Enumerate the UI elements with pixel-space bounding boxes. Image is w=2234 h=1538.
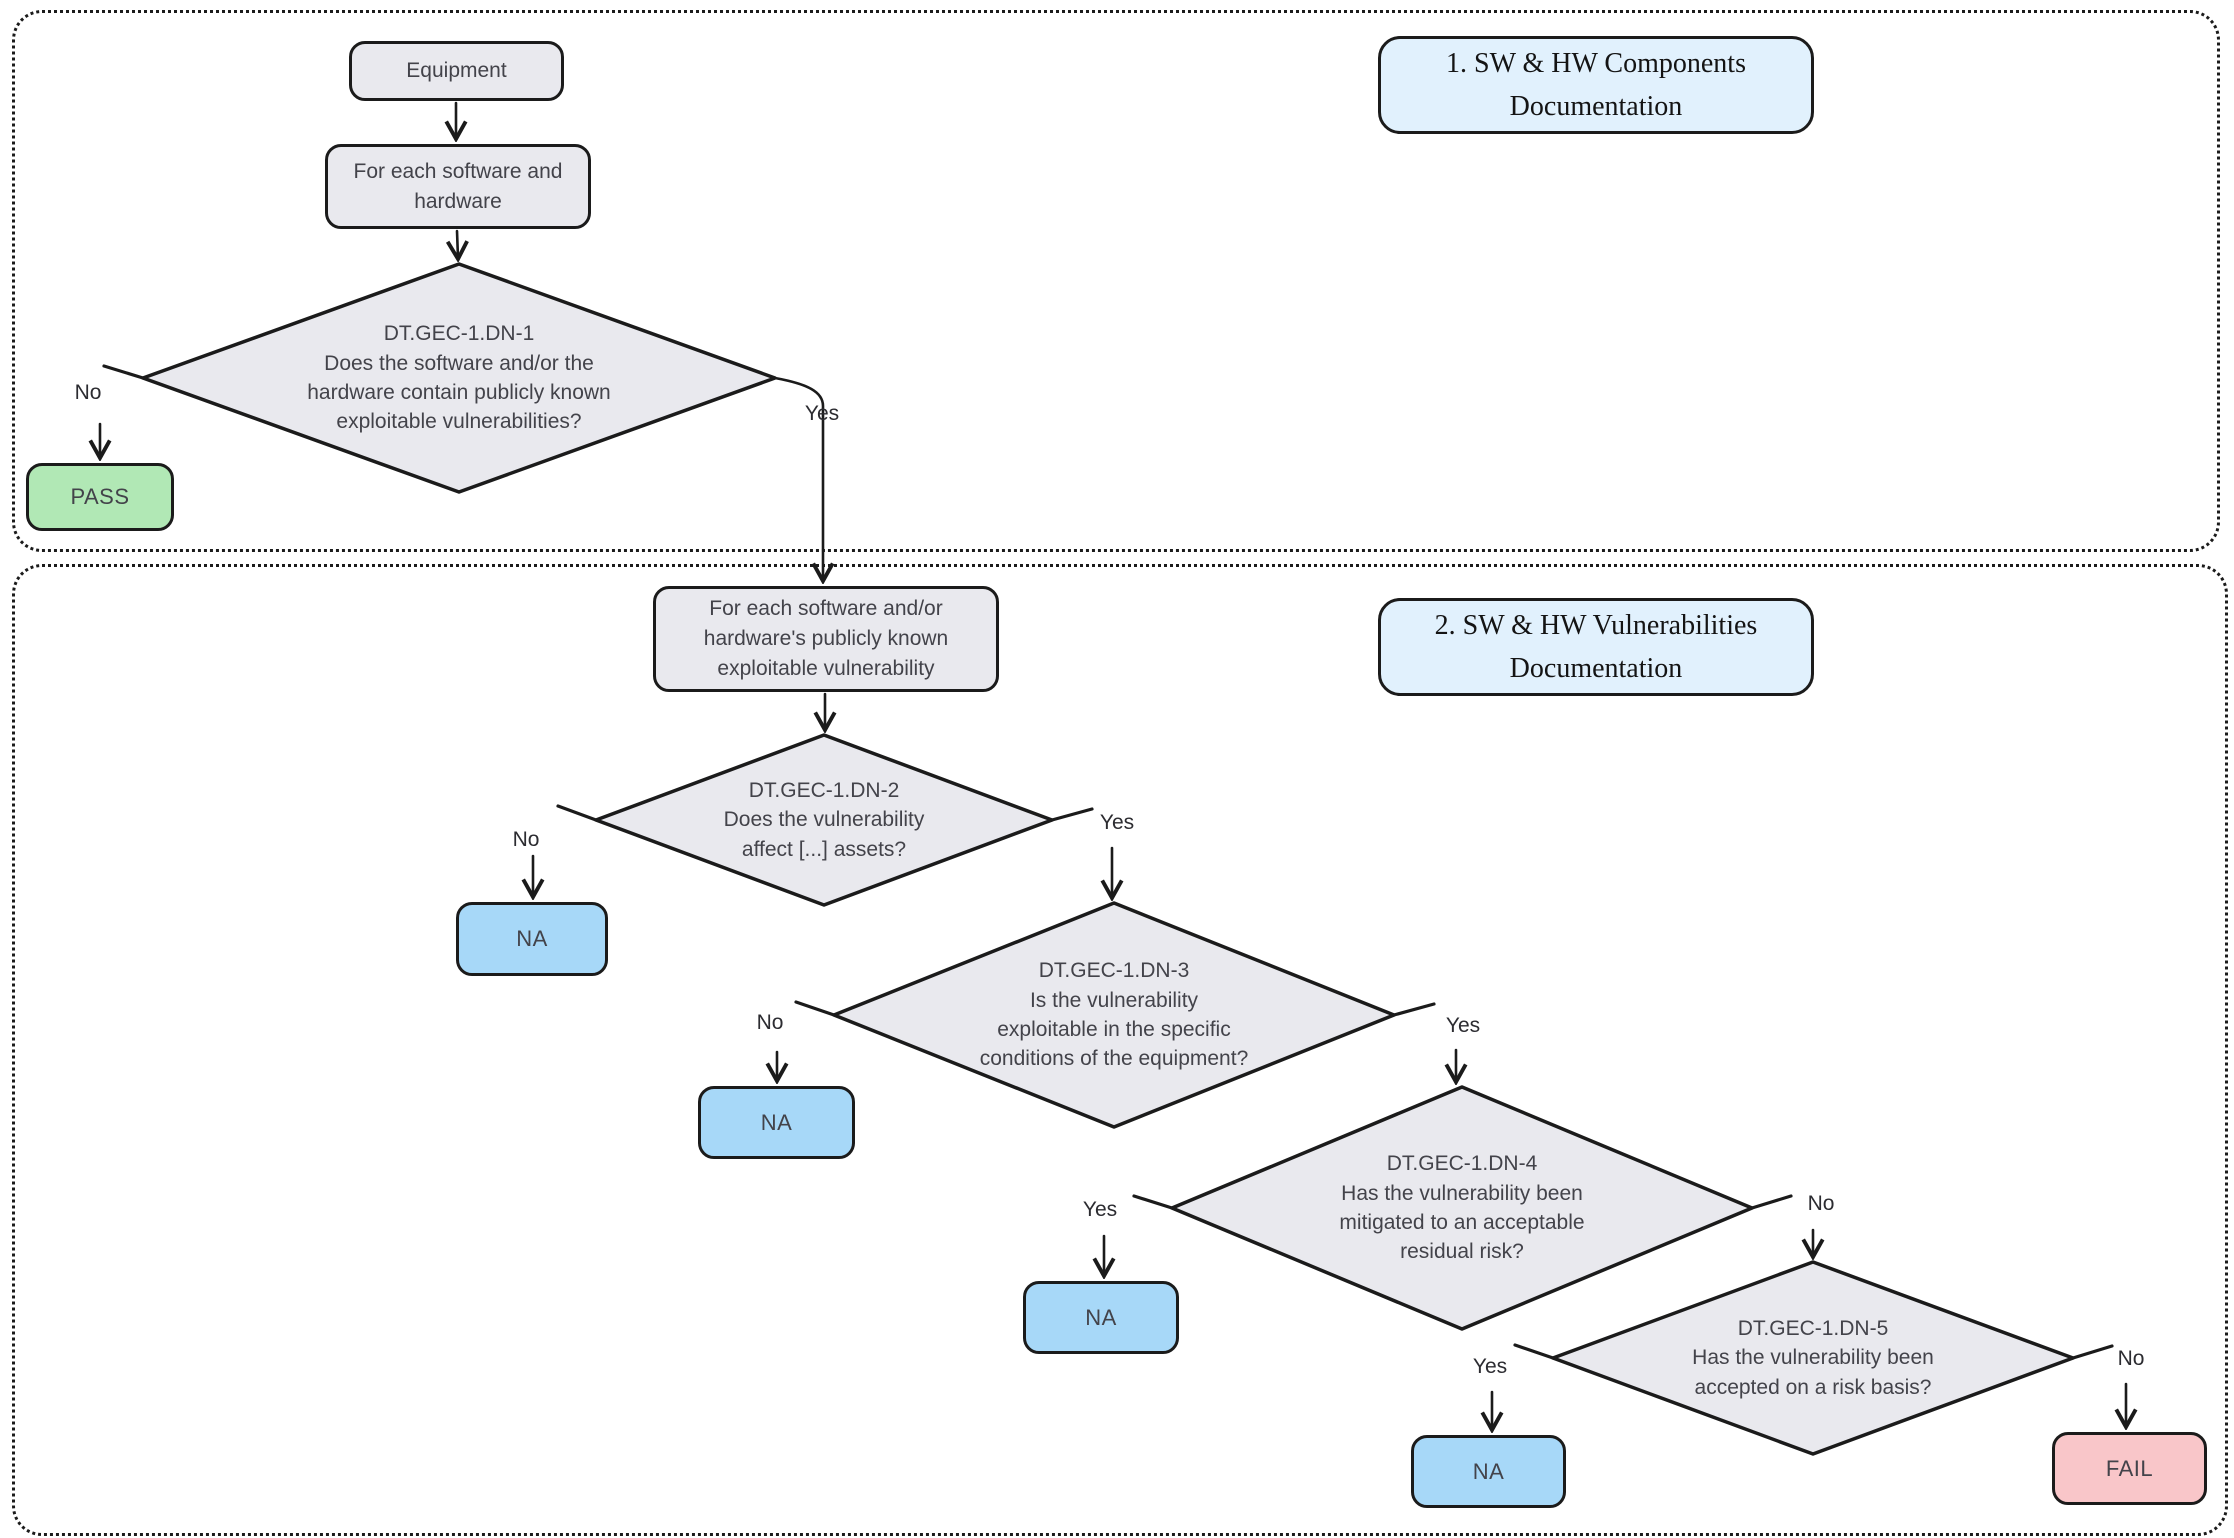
edge-label-no-dn3: No: [756, 1011, 784, 1034]
section-1-title: 1. SW & HW Components Documentation: [1378, 36, 1814, 134]
foreach-vulnerability-node: For each software and/or hardware's publ…: [653, 586, 999, 692]
edge-label-yes-dn1: Yes: [804, 402, 840, 425]
fail-terminal: FAIL: [2052, 1432, 2207, 1505]
section-2-title: 2. SW & HW Vulnerabilities Documentation: [1378, 598, 1814, 696]
branch-stubs: [102, 364, 2114, 1360]
na-terminal-1: NA: [456, 902, 608, 976]
edge-label-yes-dn4: Yes: [1082, 1198, 1118, 1221]
foreach-sw-hw-node: For each software and hardware: [325, 144, 591, 229]
na-terminal-3: NA: [1023, 1281, 1179, 1354]
edge-label-no-dn1: No: [74, 381, 102, 404]
decision-diamonds: [141, 262, 2075, 1456]
section-1-frame: [12, 10, 2220, 552]
flow-arrows: [100, 101, 2126, 1429]
edge-label-yes-dn2: Yes: [1099, 811, 1135, 834]
edge-label-no-dn4: No: [1807, 1192, 1835, 1215]
edge-label-yes-dn3: Yes: [1445, 1014, 1481, 1037]
na-terminal-2: NA: [698, 1086, 855, 1159]
equipment-node: Equipment: [349, 41, 564, 101]
na-terminal-4: NA: [1411, 1435, 1566, 1508]
section-2-frame: [12, 564, 2228, 1536]
edge-label-yes-dn5: Yes: [1472, 1355, 1508, 1378]
edge-label-no-dn5: No: [2117, 1347, 2145, 1370]
pass-terminal: PASS: [26, 463, 174, 531]
edge-label-no-dn2: No: [512, 828, 540, 851]
